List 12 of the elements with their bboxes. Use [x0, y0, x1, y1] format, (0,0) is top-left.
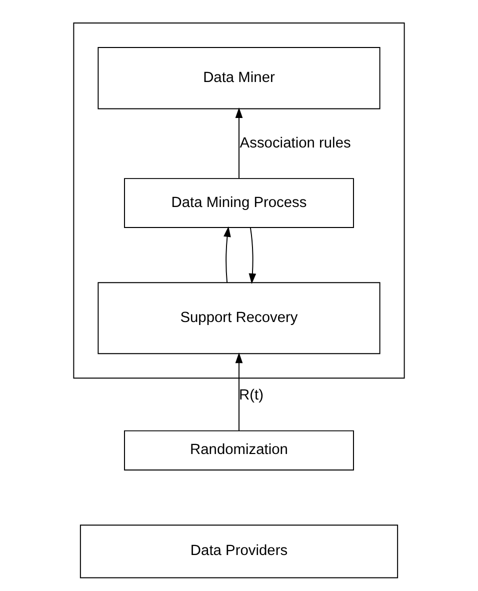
node-box: Data Mining Process	[124, 178, 354, 228]
arrow	[235, 352, 243, 432]
node-box: Data Providers	[80, 524, 398, 578]
node-box: Data Miner	[98, 47, 380, 110]
edge-label: Association rules	[240, 135, 351, 152]
arrow	[248, 227, 256, 284]
node-box: Support Recovery	[98, 282, 380, 354]
arrow	[235, 108, 243, 179]
edge-label: R(t)	[239, 388, 264, 404]
cluster	[73, 22, 405, 379]
node-box: Randomization	[124, 430, 354, 470]
arrow	[224, 226, 231, 283]
